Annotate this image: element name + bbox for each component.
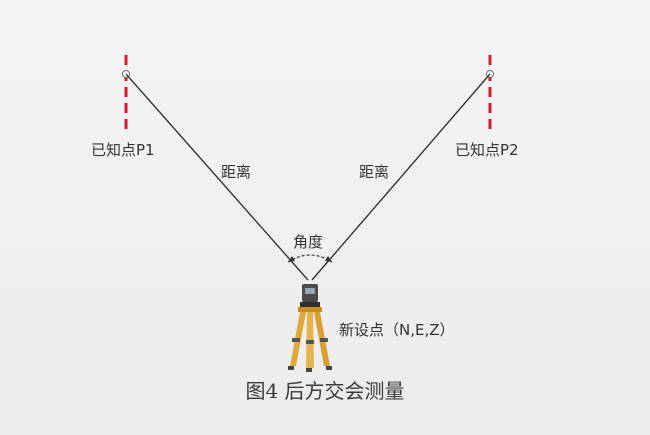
angle-arc	[287, 254, 333, 263]
angle-label: 角度	[293, 233, 324, 251]
known-point-p2-pole	[486, 55, 494, 130]
left-distance-label: 距离	[221, 163, 252, 181]
total-station-tripod	[288, 284, 332, 372]
known-point-p1-pole	[122, 55, 130, 130]
right-distance-label: 距离	[359, 163, 390, 181]
known-point-p1-label: 已知点P1	[91, 141, 155, 159]
new-point-label: 新设点（N,E,Z）	[339, 321, 455, 339]
figure-caption: 图4 后方交会测量	[245, 379, 405, 403]
sight-line-p1	[125, 73, 309, 281]
known-point-p2-label: 已知点P2	[455, 141, 519, 159]
sight-line-p2	[311, 73, 491, 281]
